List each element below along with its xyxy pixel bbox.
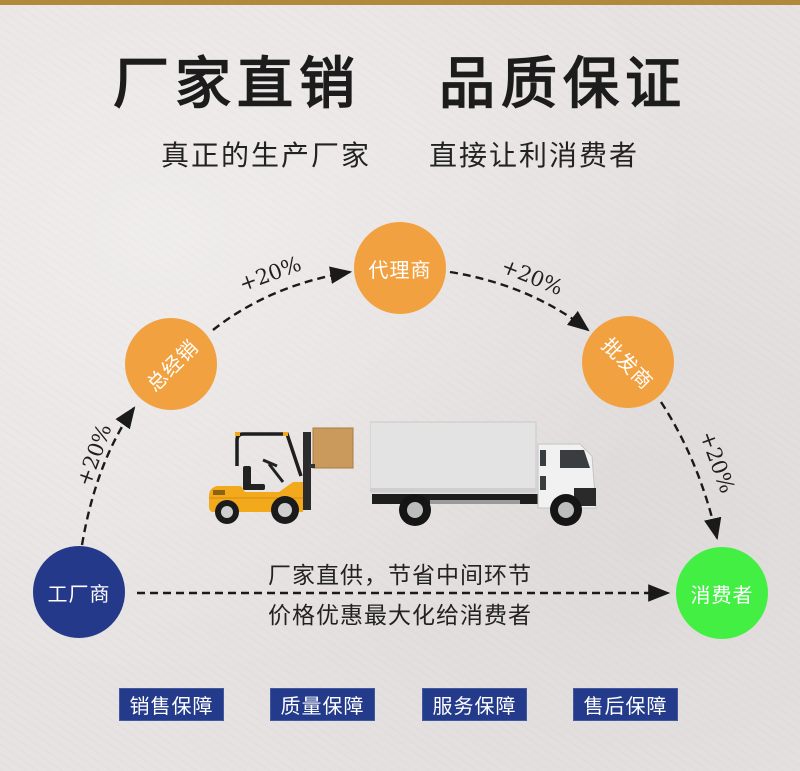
node-factory: 工厂商: [33, 546, 125, 638]
node-consumer: 消费者: [676, 547, 768, 639]
direct-supply-caption-line1: 厂家直供，节省中间环节: [268, 563, 532, 589]
arrow-factory-to-general: [80, 406, 136, 546]
node-agent-label: 代理商: [368, 257, 432, 282]
subheadline-left: 真正的生产厂家: [160, 139, 371, 172]
truck-icon: [370, 421, 597, 526]
node-wholesaler-label: 批发商: [596, 332, 658, 394]
node-wholesaler: 批发商: [582, 316, 674, 408]
headline-left: 厂家直销: [113, 51, 361, 117]
node-general-distributor-label: 总经销: [141, 334, 203, 396]
arrow-agent-to-wholesaler: [449, 270, 590, 332]
node-agent: 代理商: [354, 222, 446, 314]
subheadline-right: 直接让利消费者: [429, 139, 640, 172]
node-factory-label: 工厂商: [47, 581, 111, 606]
arrow-general-to-agent: [212, 266, 353, 331]
top-gold-bar: [0, 0, 800, 5]
arrow-wholesaler-to-consumer: [659, 401, 722, 541]
badge-aftersales-guarantee: 售后保障: [573, 688, 678, 721]
headline-right: 品质保证: [439, 51, 687, 117]
badge-service-guarantee: 服务保障: [422, 688, 527, 721]
headline: 厂家直销 品质保证: [0, 52, 800, 116]
subheadline: 真正的生产厂家 直接让利消费者: [0, 138, 800, 174]
forklift-icon: [209, 427, 354, 524]
node-consumer-label: 消费者: [690, 582, 754, 607]
badge-sales-guarantee: 销售保障: [119, 688, 224, 721]
direct-supply-caption-line2: 价格优惠最大化给消费者: [268, 603, 532, 629]
badge-quality-guarantee: 质量保障: [270, 688, 375, 721]
node-general-distributor: 总经销: [125, 318, 217, 410]
